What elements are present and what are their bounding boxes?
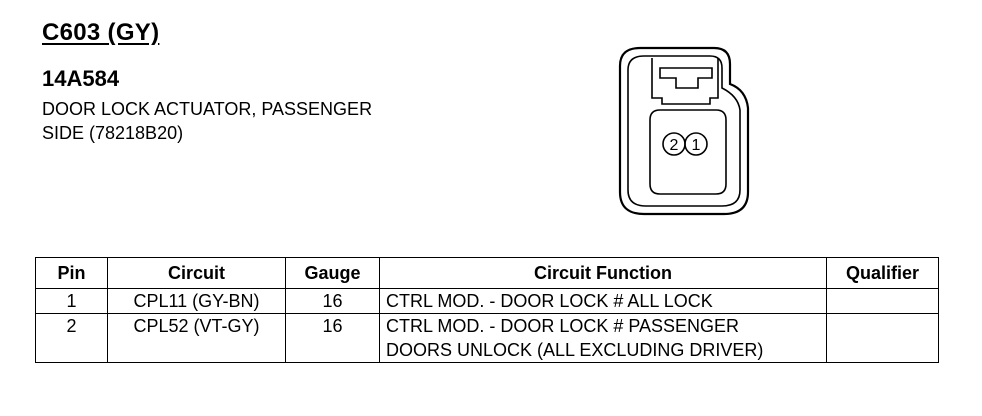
cell-pin: 1 <box>35 288 108 314</box>
connector-latch-tab <box>659 67 713 89</box>
header-pin: Pin <box>35 257 108 289</box>
pinout-table: Pin Circuit Gauge Circuit Function Quali… <box>35 257 939 363</box>
cell-circuit-function: CTRL MOD. - DOOR LOCK # PASSENGER DOORS … <box>379 313 827 363</box>
connector-title: C603 (GY) <box>42 19 160 46</box>
connector-latch-slot <box>651 58 719 105</box>
connector-inner-housing <box>627 55 741 207</box>
header-qualifier: Qualifier <box>826 257 939 289</box>
pin-1-circle <box>684 132 708 156</box>
cell-circuit: CPL52 (VT-GY) <box>107 313 286 363</box>
cell-qualifier <box>826 313 939 363</box>
description-line: DOOR LOCK ACTUATOR, PASSENGER <box>42 99 373 119</box>
connector-outer-housing <box>618 46 750 216</box>
function-line: CTRL MOD. - DOOR LOCK # ALL LOCK <box>386 291 713 311</box>
function-line: CTRL MOD. - DOOR LOCK # PASSENGER <box>386 316 740 336</box>
table-header-row: Pin Circuit Gauge Circuit Function Quali… <box>35 257 939 289</box>
component-description: DOOR LOCK ACTUATOR, PASSENGER SIDE (7821… <box>42 97 462 145</box>
cell-circuit-function: CTRL MOD. - DOOR LOCK # ALL LOCK <box>379 288 827 314</box>
description-line: SIDE (78218B20) <box>42 123 184 143</box>
header-circuit: Circuit <box>107 257 286 289</box>
cell-circuit: CPL11 (GY-BN) <box>107 288 286 314</box>
cell-pin: 2 <box>35 313 108 363</box>
pin-2-label: 2 <box>670 137 679 154</box>
table-row: 1 CPL11 (GY-BN) 16 CTRL MOD. - DOOR LOCK… <box>35 288 939 314</box>
header-gauge: Gauge <box>285 257 380 289</box>
table-row: 2 CPL52 (VT-GY) 16 CTRL MOD. - DOOR LOCK… <box>35 313 939 363</box>
cell-gauge: 16 <box>285 313 380 363</box>
pin-1-label: 1 <box>692 137 701 154</box>
function-line: DOORS UNLOCK (ALL EXCLUDING DRIVER) <box>386 340 764 360</box>
connector-face-diagram: 2 1 <box>618 46 750 216</box>
cell-qualifier <box>826 288 939 314</box>
part-number: 14A584 <box>42 66 120 91</box>
cell-gauge: 16 <box>285 288 380 314</box>
header-circuit-function: Circuit Function <box>379 257 827 289</box>
connector-pin-cavity <box>649 109 727 195</box>
